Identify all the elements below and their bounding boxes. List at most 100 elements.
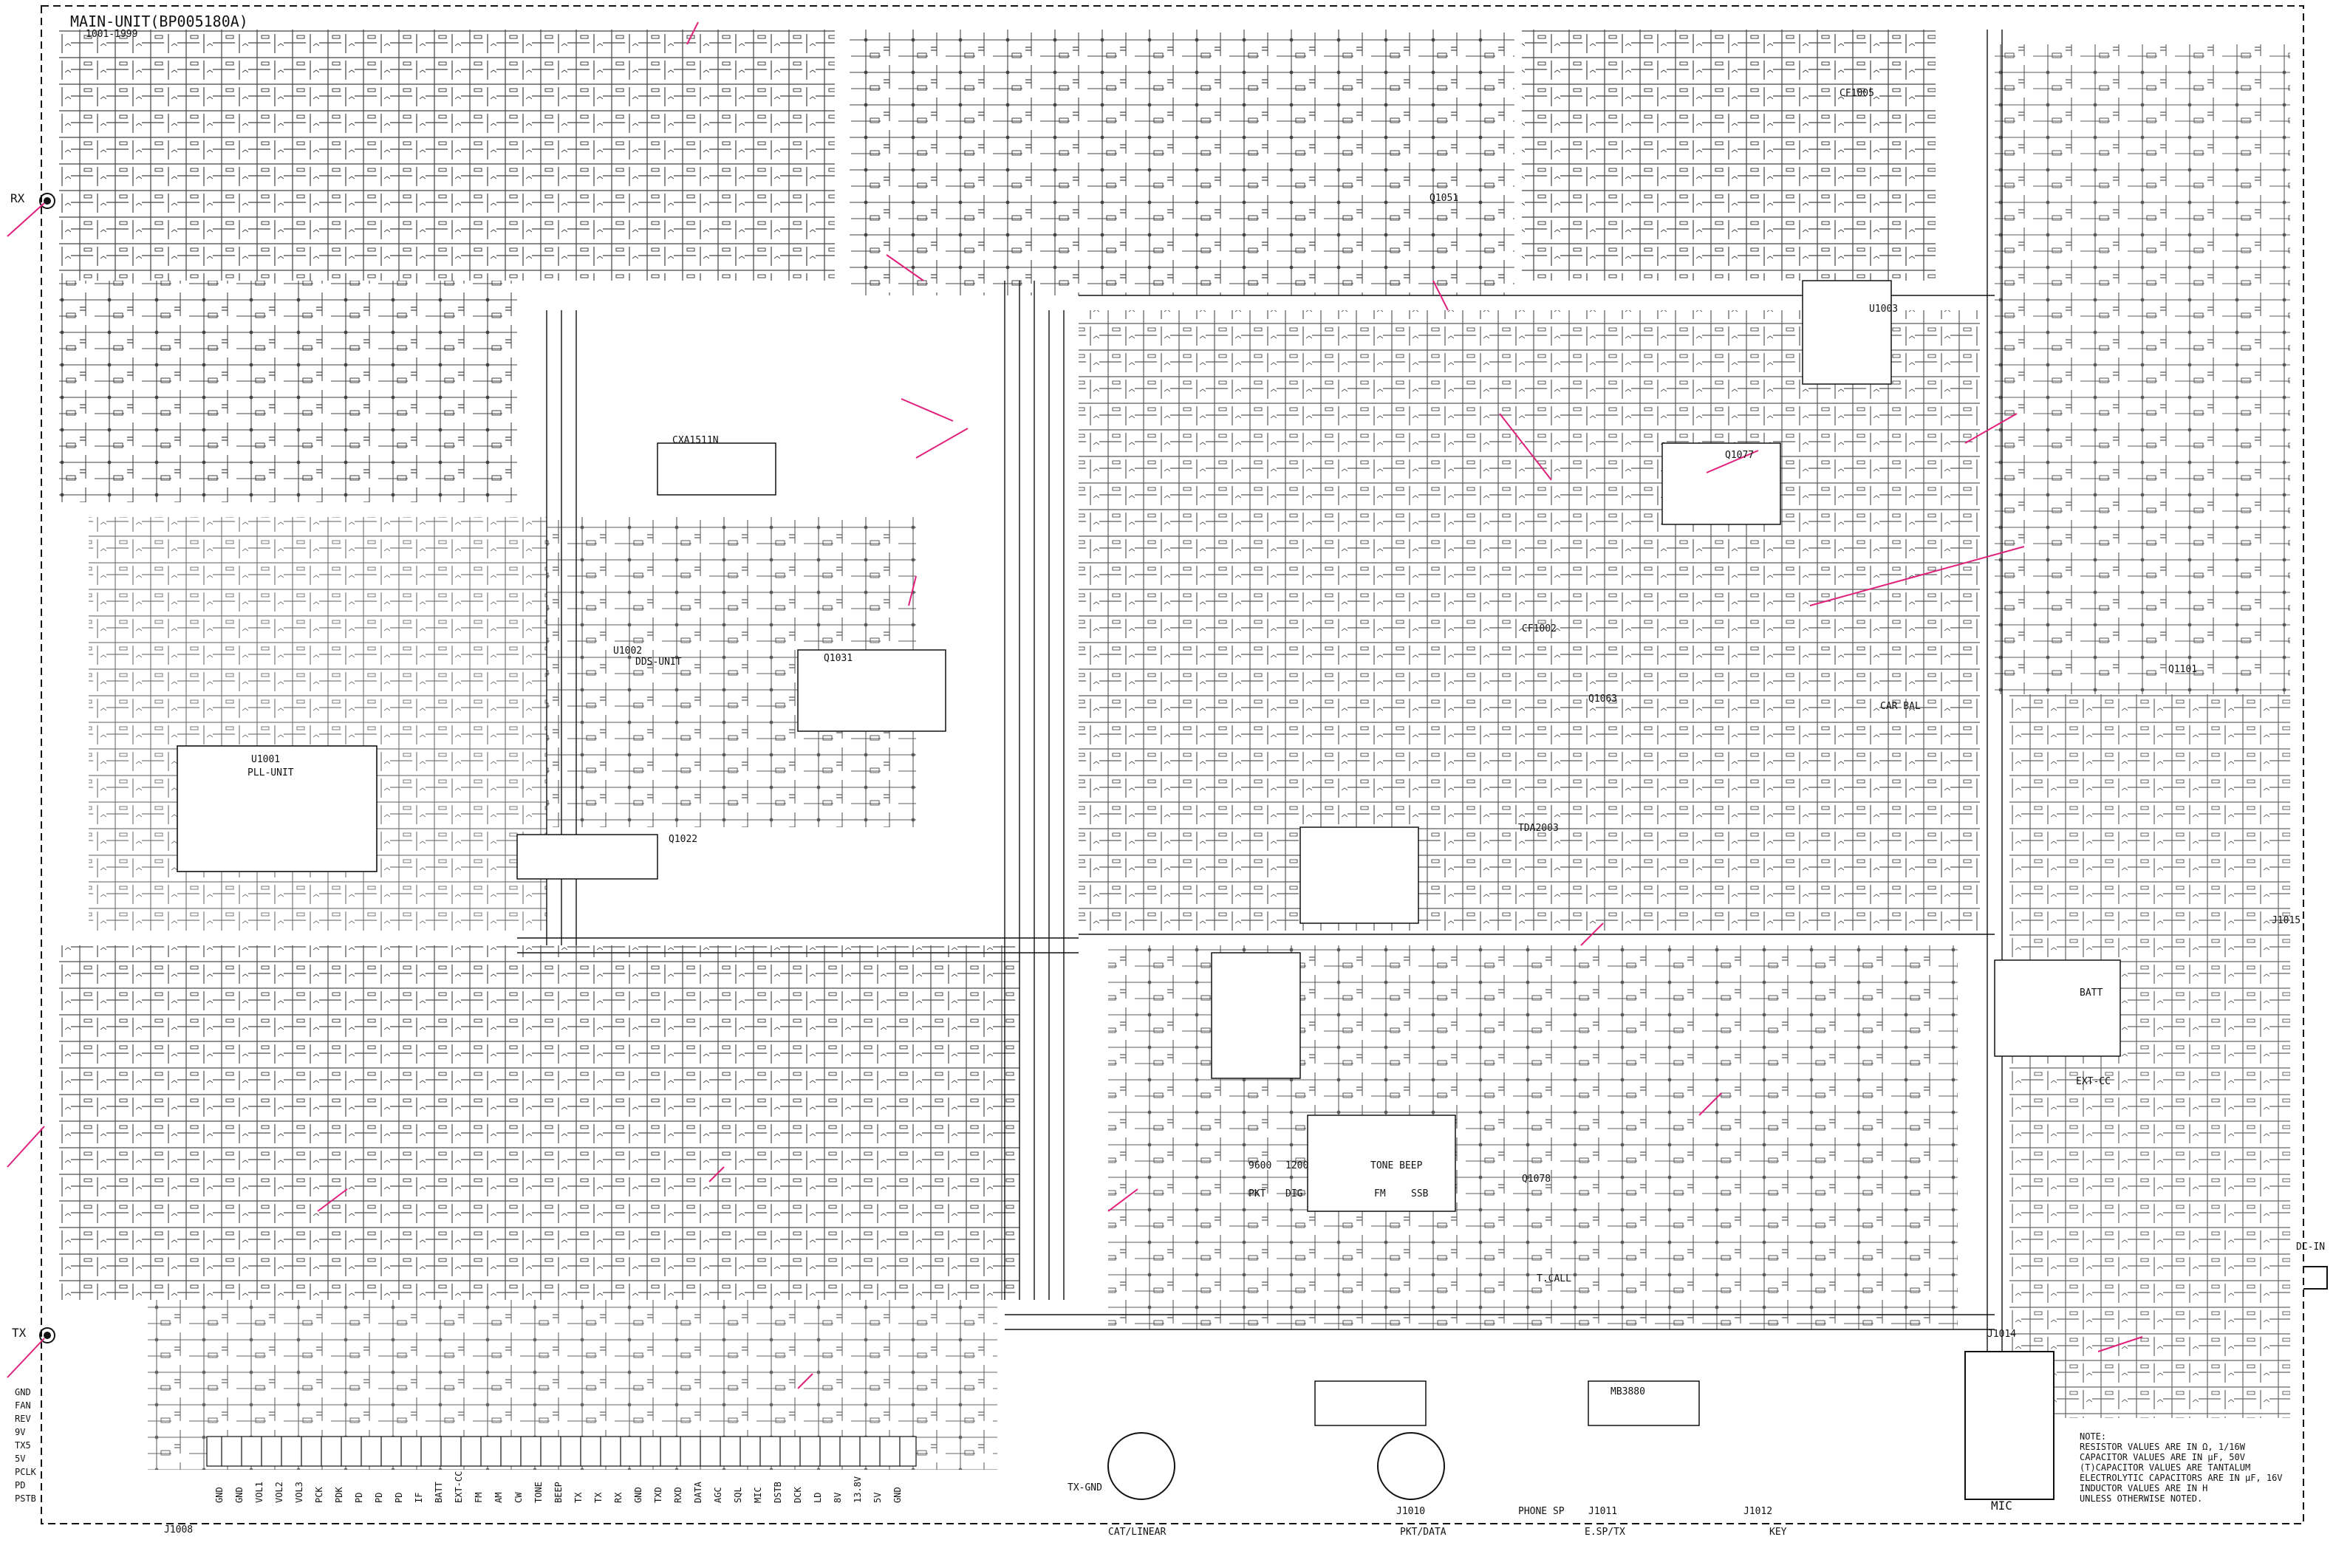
label-fm: FM [1374, 1188, 1386, 1199]
bottom-pin-31: 8V [833, 1492, 843, 1503]
part-q1078: Q1078 [1522, 1174, 1551, 1185]
tx-port-symbol [39, 1327, 55, 1343]
left-pin-5: 5V [15, 1454, 26, 1464]
note-line-4: ELECTROLYTIC CAPACITORS ARE IN μF, 16V [2080, 1473, 2283, 1483]
left-pin-0: GND [15, 1387, 31, 1397]
diagram-subtitle: 1001-1999 [86, 29, 138, 40]
bottom-pin-7: PD [354, 1492, 364, 1503]
batt-label: BATT [2080, 987, 2103, 999]
part-u1002: U1002 [613, 646, 643, 657]
part-j1015: J1015 [2272, 915, 2301, 926]
note-line-5: INDUCTOR VALUES ARE IN H [2080, 1483, 2208, 1493]
if-stage-region [850, 30, 1936, 295]
bottom-pin-16: TONE [533, 1482, 544, 1503]
bottom-pin-15: CW [513, 1492, 524, 1503]
bottom-pin-14: AM [493, 1492, 504, 1503]
bottom-pin-0: GND [214, 1487, 225, 1503]
diagram-title: MAIN-UNIT(BP005180A) [70, 13, 248, 30]
bottom-connector-pins [206, 1436, 917, 1467]
bottom-pin-4: VOL3 [294, 1482, 304, 1503]
part-j1014: J1014 [1987, 1329, 2017, 1340]
label-1200: 1200 [1285, 1160, 1309, 1171]
bottom-pin-32: 13.8V [853, 1476, 863, 1503]
note-line-3: (T)CAPACITOR VALUES ARE TANTALUM [2080, 1462, 2251, 1473]
mic-label: MIC [1991, 1499, 2012, 1513]
bottom-pin-28: DSTB [773, 1482, 783, 1503]
ic-blocks [516, 280, 2121, 1426]
bottom-pin-2: VOL1 [254, 1482, 264, 1503]
din-connectors [1107, 1432, 1445, 1500]
pll-unit-box [177, 745, 378, 872]
bottom-pin-26: SQL [733, 1487, 743, 1503]
left-pin-3: 9V [15, 1427, 26, 1437]
label-ssb: SSB [1411, 1188, 1429, 1199]
label-dig: DIG [1285, 1188, 1303, 1199]
left-pin-6: PCLK [15, 1467, 36, 1477]
rx-port-label: RX [10, 191, 25, 205]
bottom-pin-20: RX [613, 1492, 624, 1503]
bottom-pin-5: PCK [314, 1487, 324, 1503]
part-u1003: U1003 [1869, 304, 1899, 315]
right-side-region [1995, 44, 2290, 1418]
part-cf1005: CF1005 [1840, 88, 1874, 99]
tx-gnd-label: TX-GND [1068, 1482, 1102, 1493]
tx-region [59, 945, 1019, 1470]
tx-port-label: TX [12, 1326, 27, 1340]
ext-cc-label: EXT-CC [2076, 1076, 2111, 1087]
part-q1063: Q1063 [1588, 694, 1618, 705]
label-9600: 9600 [1249, 1160, 1272, 1171]
part-cf1002: CF1002 [1522, 623, 1557, 634]
dds-unit-label: DDS-UNIT [635, 657, 682, 668]
part-j1012: J1012 [1743, 1506, 1773, 1517]
pll-unit-label: PLL-UNIT [247, 767, 294, 778]
car-bal-label: CAR BAL [1880, 701, 1921, 712]
part-q1051: Q1051 [1430, 193, 1459, 204]
label-pkt: PKT [1249, 1188, 1266, 1199]
bottom-pin-34: GND [892, 1487, 903, 1503]
bottom-pin-29: DCK [793, 1487, 803, 1503]
label-tone-beep: TONE BEEP [1370, 1160, 1423, 1171]
bottom-pin-10: IF [414, 1492, 424, 1503]
rx-port-symbol [39, 193, 55, 209]
bottom-pin-18: TX [573, 1492, 584, 1503]
audio-region [1079, 310, 1980, 1329]
pkt-data-label: PKT/DATA [1400, 1527, 1446, 1538]
bottom-pin-13: FM [474, 1492, 484, 1503]
part-q1077: Q1077 [1725, 450, 1755, 461]
part-q1101: Q1101 [2168, 664, 2198, 675]
dc-in-label: DC-IN [2296, 1242, 2326, 1253]
left-pin-2: REV [15, 1414, 31, 1424]
bottom-pin-30: LD [813, 1492, 823, 1503]
left-pin-1: FAN [15, 1400, 31, 1411]
part-j1008: J1008 [164, 1524, 194, 1536]
note-line-0: NOTE: [2080, 1431, 2107, 1442]
bottom-pin-27: MIC [753, 1487, 763, 1503]
part-cxa1511n: CXA1511N [672, 435, 719, 446]
bottom-pin-24: DATA [693, 1482, 703, 1503]
bottom-pin-21: GND [633, 1487, 643, 1503]
bottom-pin-1: GND [234, 1487, 245, 1503]
phone-sp-label: PHONE SP [1518, 1506, 1565, 1517]
bottom-pin-8: PD [374, 1492, 384, 1503]
part-tda2003: TDA2003 [1518, 823, 1559, 834]
annotation-marks [7, 21, 2143, 1389]
bottom-pin-6: PDK [334, 1487, 344, 1503]
rx-front-end-region [59, 30, 835, 502]
bottom-pin-22: TXD [653, 1487, 663, 1503]
note-line-2: CAPACITOR VALUES ARE IN μF, 50V [2080, 1452, 2245, 1462]
part-u1001: U1001 [251, 754, 281, 765]
bottom-pin-33: 5V [872, 1492, 883, 1503]
note-line-1: RESISTOR VALUES ARE IN Ω, 1/16W [2080, 1442, 2245, 1452]
bottom-pin-25: AGC [713, 1487, 723, 1503]
ext-sp-tx-label: E.SP/TX [1585, 1527, 1625, 1538]
part-q1022: Q1022 [669, 834, 698, 845]
part-j1011: J1011 [1588, 1506, 1618, 1517]
bottom-pin-3: VOL2 [274, 1482, 284, 1503]
note-line-6: UNLESS OTHERWISE NOTED. [2080, 1493, 2203, 1504]
sheet-border [41, 5, 2304, 1524]
left-pin-8: PSTB [15, 1493, 36, 1504]
part-mb3880: MB3880 [1610, 1386, 1645, 1397]
left-pin-4: TX5 [15, 1440, 31, 1451]
bottom-pin-11: BATT [434, 1482, 444, 1503]
